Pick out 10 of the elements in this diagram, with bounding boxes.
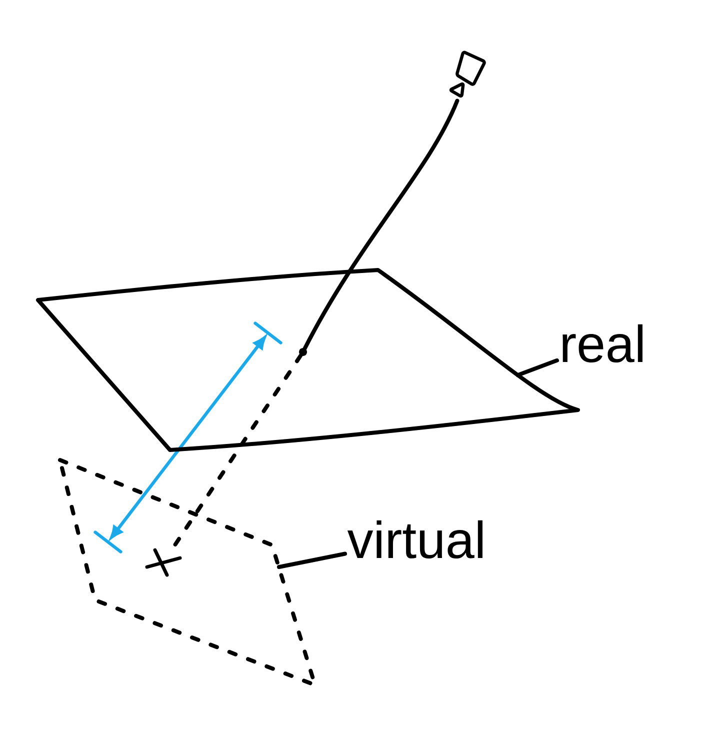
dot bbox=[299, 348, 307, 356]
label: real bbox=[562, 324, 642, 362]
leader-line bbox=[277, 552, 347, 569]
camera bbox=[449, 50, 486, 98]
cross-mark bbox=[145, 548, 182, 577]
leader-line bbox=[516, 358, 559, 378]
curved-line bbox=[302, 98, 460, 350]
dashed-line bbox=[172, 354, 303, 549]
label: virtual bbox=[347, 520, 482, 558]
dashed-plane bbox=[58, 458, 317, 687]
